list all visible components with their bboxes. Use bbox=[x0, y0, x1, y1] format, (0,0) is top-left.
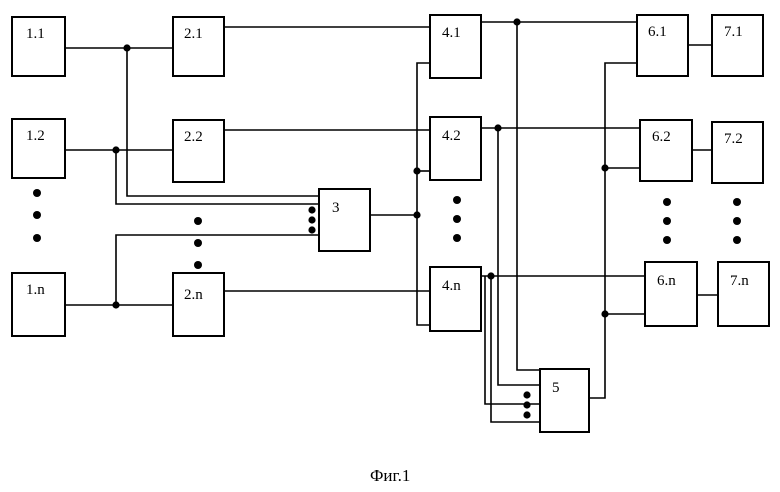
block-3: 3 bbox=[319, 189, 370, 251]
block-6-2: 6.2 bbox=[640, 120, 692, 181]
block-5: 5 bbox=[540, 369, 589, 432]
block-7-n: 7.n bbox=[718, 262, 769, 326]
block-label: 4.n bbox=[442, 278, 461, 294]
block-label: 4.1 bbox=[442, 25, 461, 41]
block-label: 6.2 bbox=[652, 129, 671, 145]
block-2-2: 2.2 bbox=[173, 120, 224, 182]
block-7-2: 7.2 bbox=[712, 122, 763, 183]
wires bbox=[65, 22, 718, 422]
ellipsis-dots bbox=[33, 189, 741, 419]
block-4-1: 4.1 bbox=[430, 15, 481, 78]
block-label: 4.2 bbox=[442, 128, 461, 144]
figure-caption: Фиг.1 bbox=[370, 466, 410, 485]
block-label: 2.2 bbox=[184, 129, 203, 145]
block-label: 7.1 bbox=[724, 24, 743, 40]
block-7-1: 7.1 bbox=[712, 15, 763, 76]
block-2-1: 2.1 bbox=[173, 17, 224, 76]
block-label: 1.2 bbox=[26, 128, 45, 144]
block-6-n: 6.n bbox=[645, 262, 697, 326]
block-1-1: 1.1 bbox=[12, 17, 65, 76]
block-4-n: 4.n bbox=[430, 267, 481, 331]
block-label: 6.n bbox=[657, 273, 676, 289]
block-label: 7.n bbox=[730, 273, 749, 289]
block-2-n: 2.n bbox=[173, 273, 224, 336]
block-label: 2.1 bbox=[184, 26, 203, 42]
block-1-2: 1.2 bbox=[12, 119, 65, 178]
block-6-1: 6.1 bbox=[637, 15, 688, 76]
block-4-2: 4.2 bbox=[430, 117, 481, 180]
block-label: 1.1 bbox=[26, 26, 45, 42]
block-label: 2.n bbox=[184, 287, 203, 303]
block-label: 6.1 bbox=[648, 24, 667, 40]
block-1-n: 1.n bbox=[12, 273, 65, 336]
block-label: 7.2 bbox=[724, 131, 743, 147]
block-label: 5 bbox=[552, 380, 560, 396]
block-label: 1.n bbox=[26, 282, 45, 298]
block-label: 3 bbox=[332, 200, 340, 216]
